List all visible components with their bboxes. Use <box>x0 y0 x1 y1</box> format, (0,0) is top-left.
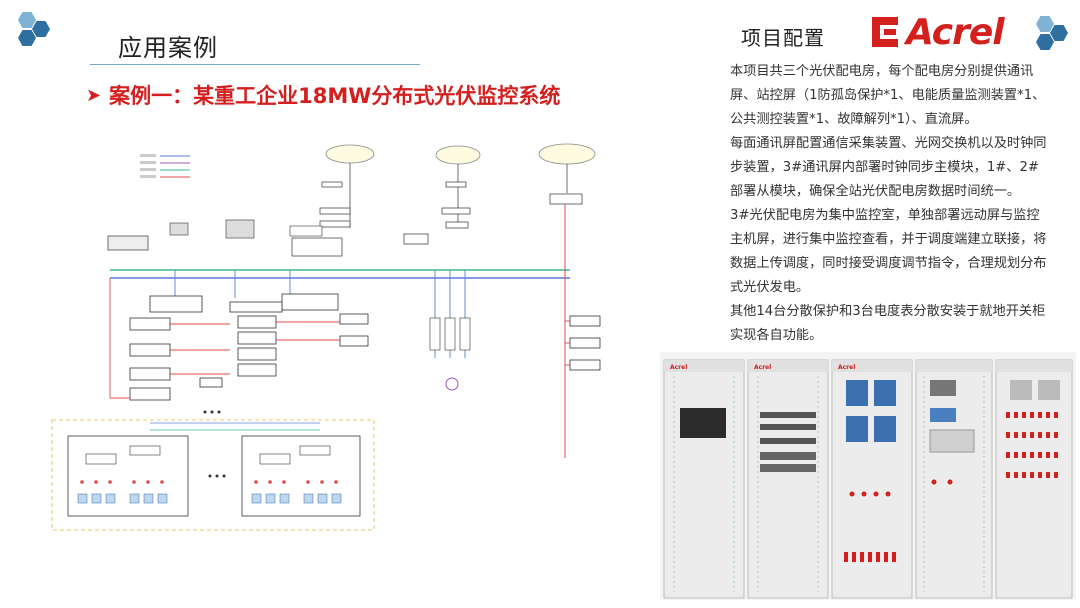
cabinet-photo: Acrel Acrel Acrel <box>660 352 1076 600</box>
case-heading: ➤ 案例一：某重工企业18MW分布式光伏监控系统 <box>86 80 560 110</box>
cabinet-5 <box>995 359 1073 599</box>
diagram-legend <box>140 154 190 178</box>
grid-node <box>445 377 459 391</box>
config-description: 本项目共三个光伏配电房，每个配电房分别提供通讯屏、站控屏（1防孤岛保护*1、电能… <box>730 60 1050 348</box>
config-paragraph: 其他14台分散保护和3台电度表分散安装于就地开关柜实现各自功能。 <box>730 304 1046 343</box>
section-title: 应用案例 <box>118 34 218 62</box>
cabinet-1: Acrel <box>663 359 745 599</box>
config-paragraph: 本项目共三个光伏配电房，每个配电房分别提供通讯屏、站控屏（1防孤岛保护*1、电能… <box>730 64 1046 127</box>
pv-area <box>51 419 375 531</box>
dispatch-node-3 <box>538 143 596 165</box>
acrel-logo-text: Acrel <box>906 11 1005 53</box>
cabinet-brand: Acrel <box>670 364 687 371</box>
config-title: 项目配置 <box>741 26 825 50</box>
system-diagram <box>50 138 650 608</box>
acrel-logo-icon <box>872 17 898 47</box>
cabinet-3: Acrel <box>831 359 913 599</box>
cabinet-brand: Acrel <box>754 364 771 371</box>
dispatch-node-2 <box>435 145 481 165</box>
dispatch-node-1 <box>325 144 375 164</box>
arrow-right-icon: ➤ <box>86 84 102 106</box>
cabinet-2: Acrel <box>747 359 829 599</box>
config-paragraph: 每面通讯屏配置通信采集装置、光网交换机以及时钟同步装置，3#通讯屏内部署时钟同步… <box>730 136 1047 199</box>
cabinet-illustration: Acrel Acrel Acrel <box>660 352 1076 600</box>
gps-unit <box>107 235 149 251</box>
cabinet-4 <box>915 359 993 599</box>
system-diagram-svg <box>51 143 601 531</box>
printer <box>169 222 189 236</box>
title-divider <box>90 64 420 65</box>
config-paragraph: 3#光伏配电房为集中监控室，单独部署远动屏与监控主机屏，进行集中监控查看，并于调… <box>730 208 1047 295</box>
acrel-logo: Acrel <box>870 10 1005 54</box>
cabinet-brand: Acrel <box>838 364 855 371</box>
case-title: 案例一：某重工企业18MW分布式光伏监控系统 <box>109 84 561 108</box>
workstation <box>225 219 255 239</box>
